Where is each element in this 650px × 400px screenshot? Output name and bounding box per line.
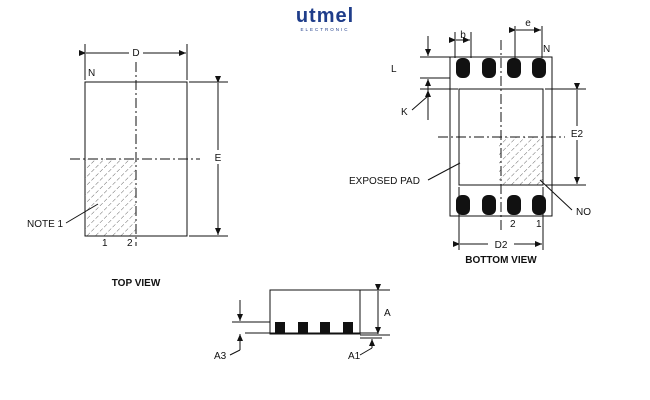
- top-view-pin-n: N: [88, 68, 95, 79]
- top-view-dim-d: D: [132, 48, 139, 59]
- bottom-view-dim-l: L: [391, 64, 397, 75]
- bottom-view-note: NO: [576, 207, 591, 218]
- pad: [482, 58, 496, 78]
- pad: [507, 58, 521, 78]
- pad: [507, 195, 521, 215]
- pad: [482, 195, 496, 215]
- side-view-dim-a: A: [384, 308, 391, 319]
- top-view-pin2: 2: [127, 238, 133, 249]
- top-view-dim-e: E: [215, 153, 222, 164]
- exposed-pad-pin1-hatch: [499, 137, 543, 185]
- bottom-view-pin-n: N: [543, 44, 550, 55]
- utmel-logo: utmel ELECTRONIC: [296, 5, 354, 32]
- logo-subtext: ELECTRONIC: [300, 27, 349, 32]
- exposed-pad-label: EXPOSED PAD: [349, 176, 420, 187]
- top-view-pin1-hatch: [85, 159, 136, 236]
- lead: [320, 322, 330, 333]
- bottom-view-dim-d2: D2: [495, 240, 508, 251]
- logo-text: utmel: [296, 5, 354, 27]
- pad: [456, 58, 470, 78]
- side-view: [229, 284, 390, 356]
- side-view-dim-a3: A3: [214, 351, 227, 362]
- side-view-body: [269, 289, 361, 335]
- bottom-view-pads-top: [456, 58, 546, 78]
- bottom-view: [411, 26, 586, 250]
- pad: [532, 195, 546, 215]
- bottom-view-dim-e: e: [525, 18, 531, 29]
- side-view-leads: [275, 322, 353, 333]
- top-view-caption: TOP VIEW: [112, 278, 161, 289]
- bottom-view-dim-e2: E2: [571, 129, 584, 140]
- bottom-view-pin2: 2: [510, 219, 516, 230]
- pad: [532, 58, 546, 78]
- top-view-note: NOTE 1: [27, 219, 64, 230]
- bottom-view-dim-k: K: [401, 107, 408, 118]
- bottom-view-dim-b: b: [460, 30, 466, 41]
- top-view-pin1: 1: [102, 238, 108, 249]
- pad: [456, 195, 470, 215]
- lead: [298, 322, 308, 333]
- bottom-view-pads-bottom: [456, 195, 546, 215]
- bottom-view-pin1: 1: [536, 219, 542, 230]
- lead: [343, 322, 353, 333]
- lead: [275, 322, 285, 333]
- bottom-view-caption: BOTTOM VIEW: [465, 255, 537, 266]
- side-view-dim-a1: A1: [348, 351, 361, 362]
